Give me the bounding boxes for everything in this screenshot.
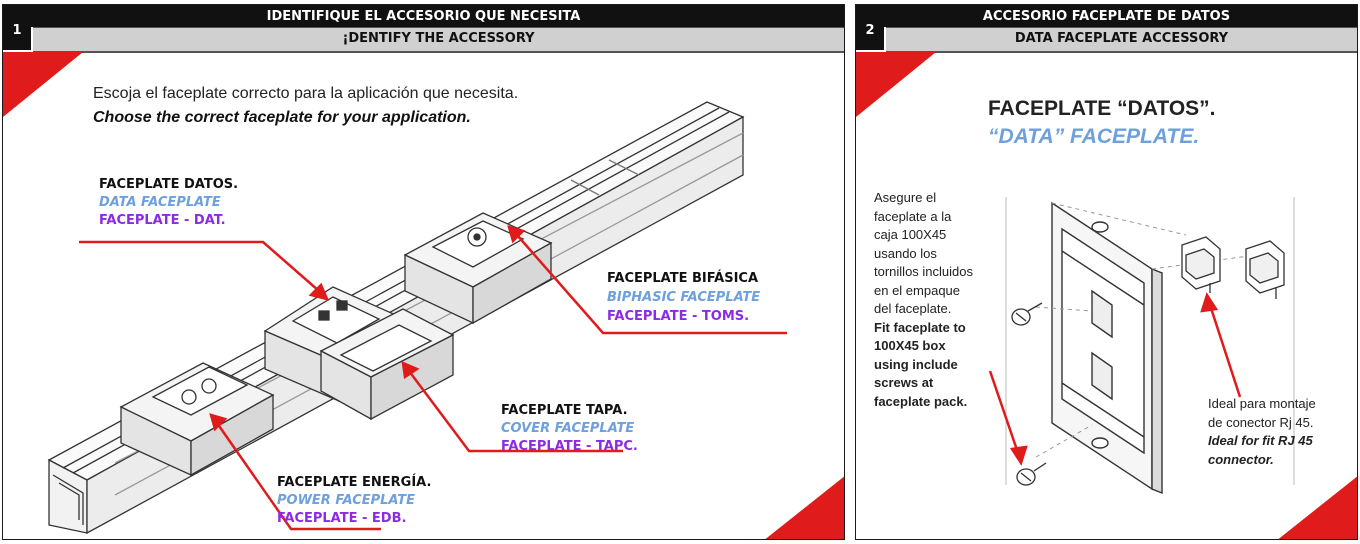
step-number: 2 [856, 19, 884, 50]
panel-title-en: DATA FACEPLATE ACCESSORY [886, 27, 1357, 53]
label-tapa-en: COVER FACEPLATE [501, 421, 635, 436]
wall-plate-icon [1051, 201, 1163, 495]
panel-title-es: ACCESORIO FACEPLATE DE DATOS [856, 5, 1357, 27]
corner-accent-icon [765, 476, 844, 539]
label-datos-es: FACEPLATE DATOS. [99, 177, 239, 192]
panel-identify-accessory: IDENTIFIQUE EL ACCESORIO QUE NECESITA ¡D… [2, 4, 845, 540]
heading-en: “DATA” FACEPLATE. [988, 125, 1200, 148]
red-arrow-icon [79, 225, 787, 531]
panel-data-faceplate: ACCESORIO FACEPLATE DE DATOS DATA FACEPL… [855, 4, 1358, 540]
label-bifasica-es: FACEPLATE BIFÁSICA [607, 271, 759, 286]
label-datos-code: FACEPLATE - DAT. [99, 213, 226, 228]
wall-plate-illustration [856, 52, 1357, 539]
note-line: Ideal para montaje [1208, 396, 1316, 411]
intro-text-es: Escoja el faceplate correcto para la apl… [93, 85, 519, 102]
round-socket-icon [403, 212, 553, 325]
corner-accent-icon [1278, 476, 1357, 539]
rj45-keystone-icon [1181, 236, 1285, 299]
instructions-es: Asegure el faceplate a la caja 100X45 us… [874, 189, 973, 411]
red-arrow-icon [988, 292, 1242, 466]
note-line: connector. [1208, 451, 1274, 467]
label-datos-en: DATA FACEPLATE [99, 195, 221, 210]
label-bifasica-code: FACEPLATE - TOMS. [607, 309, 750, 324]
instruction-line: faceplate a la [874, 208, 952, 224]
note-line: Ideal for fit RJ 45 [1208, 433, 1313, 448]
intro-text-en: Choose the correct faceplate for your ap… [93, 109, 471, 126]
note-line: de conector Rj 45. [1208, 414, 1314, 430]
instruction-line: 100X45 box [874, 338, 946, 353]
panel-title-en: ¡DENTIFY THE ACCESSORY [33, 27, 844, 53]
instruction-line: Asegure el [874, 190, 937, 205]
screw-icon [1011, 302, 1047, 486]
corner-accent-icon [3, 52, 83, 117]
raceway-channel-illustration [3, 52, 844, 539]
step-number: 1 [3, 19, 31, 50]
instruction-line: caja 100X45 [874, 227, 947, 242]
instruction-line: screws at [874, 375, 934, 390]
heading-es: FACEPLATE “DATOS”. [988, 97, 1216, 120]
instruction-line: tornillos incluidos [874, 264, 973, 279]
rj45-note: Ideal para montaje de conector Rj 45. Id… [1208, 395, 1316, 469]
label-bifasica-en: BIPHASIC FACEPLATE [607, 290, 761, 305]
instruction-line: faceplate pack. [874, 393, 968, 409]
label-tapa-code: FACEPLATE - TAPC. [501, 439, 638, 454]
power-outlet-icon [119, 362, 275, 477]
instruction-line: del faceplate. [874, 301, 952, 316]
label-energia-code: FACEPLATE - EDB. [277, 511, 407, 526]
panel-title-es: IDENTIFIQUE EL ACCESORIO QUE NECESITA [3, 5, 844, 27]
label-energia-es: FACEPLATE ENERGÍA. [277, 475, 432, 490]
instruction-line: en el empaque [874, 282, 961, 298]
instruction-line: using include [874, 356, 958, 372]
label-energia-en: POWER FACEPLATE [277, 493, 415, 508]
label-tapa-es: FACEPLATE TAPA. [501, 403, 628, 418]
corner-accent-icon [856, 52, 936, 117]
instruction-line: usando los [874, 245, 937, 261]
instruction-line: Fit faceplate to [874, 319, 966, 335]
